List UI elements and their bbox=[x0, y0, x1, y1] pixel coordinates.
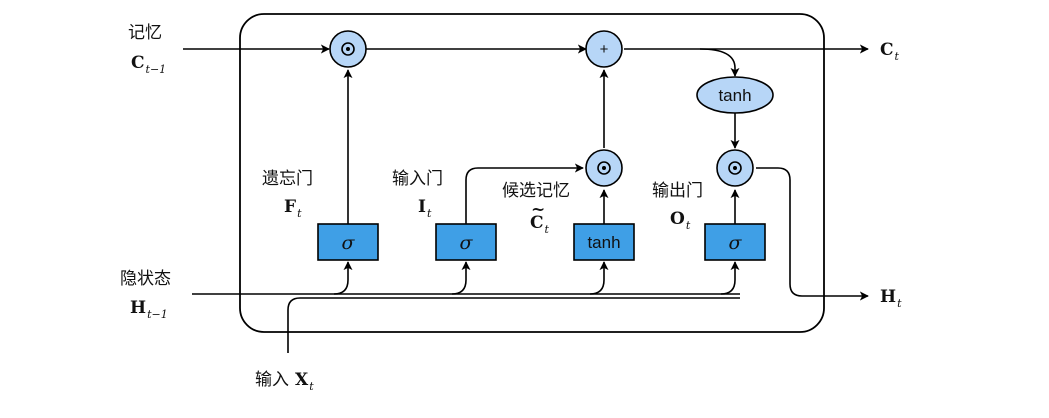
to-forget-gate-wire bbox=[333, 261, 353, 295]
to-candidate-wire bbox=[589, 261, 609, 295]
memory-symbol: Ct−1 bbox=[131, 53, 166, 76]
to-output-gate-wire bbox=[720, 261, 740, 295]
candidate-block: tanh bbox=[573, 223, 635, 261]
forget-gate-symbol: Ft bbox=[284, 197, 302, 220]
input-gate-label: 输入门 bbox=[392, 169, 443, 189]
memory-tanh-text: tanh bbox=[718, 86, 751, 105]
add-op: + bbox=[585, 30, 623, 68]
output-mul-op bbox=[716, 149, 754, 187]
output-gate-sigma: σ bbox=[729, 232, 743, 254]
output-gate-symbol: Ot bbox=[670, 209, 691, 232]
input-gate-symbol: It bbox=[418, 197, 432, 220]
input-gate-wire bbox=[465, 163, 584, 224]
hidden-out-wire bbox=[756, 167, 869, 301]
input-gate-sigma: σ bbox=[460, 232, 474, 254]
candidate-tanh: tanh bbox=[587, 233, 620, 252]
forget-mul-dot-icon bbox=[341, 42, 355, 56]
candidate-symbol: Ct bbox=[530, 213, 550, 236]
lstm-cell-frame bbox=[239, 13, 825, 333]
forget-mul-op bbox=[329, 30, 367, 68]
output-mul-dot-icon bbox=[728, 161, 742, 175]
input-gate-block: σ bbox=[435, 223, 497, 261]
add-op-symbol: + bbox=[600, 41, 609, 58]
output-gate-label: 输出门 bbox=[652, 181, 703, 201]
candidate-mul-dot-icon bbox=[597, 161, 611, 175]
hidden-state-label: 隐状态 bbox=[120, 269, 171, 289]
forget-gate-sigma: σ bbox=[342, 232, 356, 254]
memory-label: 记忆 bbox=[128, 23, 162, 43]
candidate-mul-op bbox=[585, 149, 623, 187]
memory-tanh-op: tanh bbox=[696, 76, 774, 114]
memory-out-symbol: Ct bbox=[880, 40, 900, 63]
output-gate-block: σ bbox=[704, 223, 766, 261]
candidate-label: 候选记忆 bbox=[502, 181, 570, 201]
forget-gate-block: σ bbox=[317, 223, 379, 261]
candidate-tilde: ~ bbox=[531, 200, 545, 220]
forget-gate-label: 遗忘门 bbox=[262, 169, 313, 189]
hidden-out-symbol: Ht bbox=[880, 287, 902, 310]
hidden-state-symbol: Ht−1 bbox=[130, 298, 168, 321]
memory-to-tanh-wire bbox=[699, 48, 740, 77]
to-input-gate-wire bbox=[451, 261, 471, 295]
input-x-wire bbox=[287, 297, 740, 353]
